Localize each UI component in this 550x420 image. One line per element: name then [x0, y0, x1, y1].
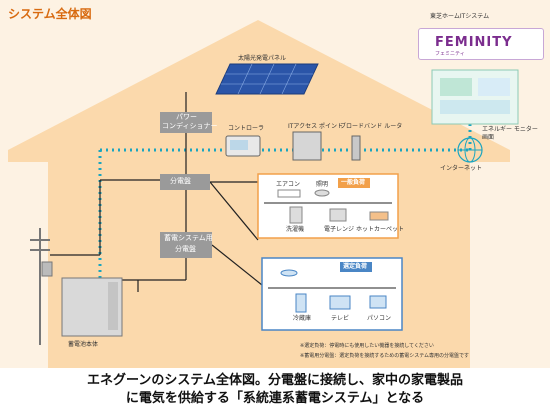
utility-pole	[30, 228, 50, 345]
tv-label: テレビ	[331, 315, 350, 322]
distribution-board-label: 分電盤	[170, 177, 191, 185]
broadband-router-label: ブロードバンド ルータ	[340, 123, 403, 130]
power-conditioner-label-2: コンディショナー	[162, 122, 218, 130]
caption-line-1: エネグーンのシステム全体図。分電盤に接続し、家中の家電製品	[87, 373, 463, 388]
diagram-graphics	[8, 20, 519, 368]
washer-label: 洗濯機	[286, 226, 305, 233]
battery-board-label-2: 分電盤	[175, 245, 196, 253]
battery-unit-label: 蓄電池本体	[68, 341, 99, 348]
feminity-logo-box: FEMINITY フェミニティ	[418, 28, 544, 60]
pc-label: パソコン	[367, 315, 392, 322]
aircon-label: エアコン	[276, 181, 301, 188]
internet-label: インターネット	[440, 165, 483, 172]
fridge-label: 冷蔵庫	[293, 315, 312, 322]
power-conditioner-label-1: パワー	[176, 113, 197, 121]
specific-load-label: 選定負荷	[343, 263, 368, 270]
lighting-label: 照明	[316, 181, 329, 188]
company-system-label: 東芝ホームITシステム	[430, 13, 490, 20]
solar-panel-label: 太陽光発電パネル	[238, 55, 287, 62]
broadband-router-device	[351, 135, 361, 161]
power-conditioner-box	[160, 112, 212, 133]
general-load-label: 一般負荷	[341, 179, 366, 186]
distribution-board-box	[160, 174, 210, 190]
solar-panel	[215, 63, 319, 95]
battery-board-box	[160, 232, 212, 258]
feminity-sub: フェミニティ	[435, 51, 465, 57]
feminity-logo: FEMINITY	[435, 35, 513, 50]
microwave-label: 電子レンジ	[324, 226, 355, 233]
hotcarpet-label: ホットカーペット	[356, 226, 405, 233]
note-2: ※蓄電用分電盤：選定負荷を接続するための蓄電システム専用の分電盤です	[300, 353, 470, 359]
battery-board-label-1: 蓄電システム用	[164, 234, 213, 242]
controller-label: コントローラ	[228, 125, 265, 132]
caption-line-2: に電気を供給する「系統連系蓄電システム」となる	[125, 391, 425, 406]
it-access-point-device	[292, 131, 322, 161]
system-diagram: システム全体図 東芝ホームITシステム FEMINITY フェミニティ 太陽光発…	[0, 0, 550, 368]
it-access-point-label: ITアクセス ポイント	[288, 123, 344, 130]
diagram-title: システム全体図	[8, 7, 92, 21]
general-load-box	[257, 173, 399, 239]
note-1: ※選定負荷：停電時にも使用したい機器を接続してください	[300, 343, 434, 349]
energy-monitor-label: エネルギー モニター画面	[482, 126, 538, 141]
